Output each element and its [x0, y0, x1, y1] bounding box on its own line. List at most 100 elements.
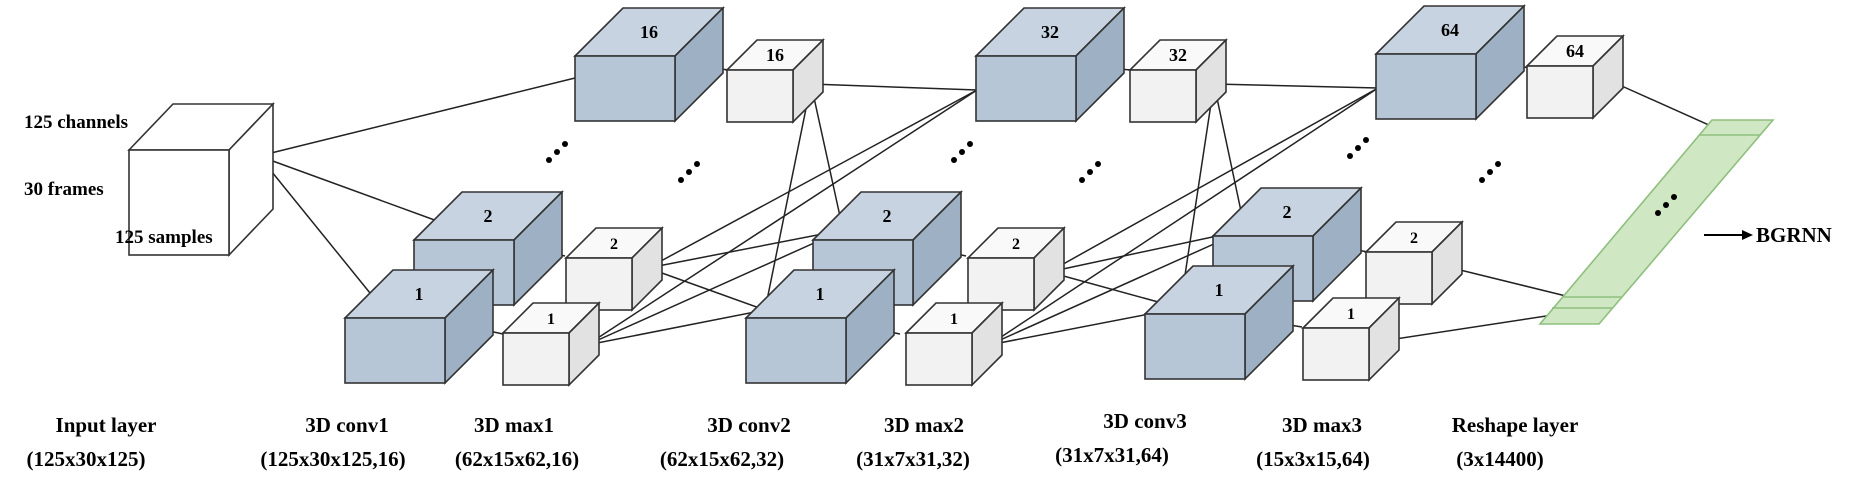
input-volume: [127, 102, 275, 257]
conv2-map-2-label: 2: [883, 206, 892, 226]
output-arrow-head: [1742, 230, 1753, 240]
conv1-ellipsis: [546, 141, 568, 163]
input-volume-front-face: [128, 149, 230, 256]
max1-map-2-label: 2: [610, 236, 618, 253]
input-to-conv1-1: [258, 155, 371, 294]
conv3-ellipsis-dot: [1355, 145, 1361, 151]
max3-2-to-reshape: [1451, 267, 1571, 298]
max2-map-1-front-face: [905, 332, 973, 386]
conv1-map-1-front-face: [344, 317, 446, 384]
caption-conv3-line2: (31x7x31,64): [1055, 443, 1169, 467]
max2-ellipsis-dot: [1087, 169, 1093, 175]
caption-conv2-line1: 3D conv2: [707, 413, 790, 437]
max2-0-to-conv3-0: [1213, 83, 1379, 89]
conv3-map-64: 64: [1374, 4, 1526, 121]
input-samples-label: 125 samples: [115, 227, 213, 248]
conv1-map-16-front-face: [574, 55, 676, 122]
caption-max2-line1: 3D max2: [884, 413, 964, 437]
max1-map-16-front-face: [726, 69, 794, 123]
input-to-conv1-16: [258, 77, 576, 157]
max1-2-to-conv2-2: [586, 309, 766, 346]
max3-map-1-label: 1: [1347, 306, 1355, 323]
reshape-ellipsis-dot: [1671, 194, 1677, 200]
conv3-ellipsis: [1347, 137, 1369, 159]
conv3-map-1-front-face: [1144, 313, 1246, 380]
max2-map-2: 2: [966, 226, 1066, 312]
max2-map-32-label: 32: [1169, 45, 1187, 65]
max1-ellipsis: [678, 161, 700, 183]
layer-captions: Input layer (125x30x125) 3D conv1 (125x3…: [27, 409, 1579, 471]
input-channels-label: 125 channels: [24, 112, 128, 133]
conv3-ellipsis-dot: [1347, 153, 1353, 159]
max1-map-1-label: 1: [547, 311, 555, 328]
max3-map-64-label: 64: [1566, 41, 1584, 61]
max3-map-1: 1: [1301, 296, 1401, 382]
conv2-map-1-label: 1: [816, 284, 825, 304]
conv2-ellipsis: [951, 141, 973, 163]
max3-map-64: 64: [1525, 34, 1625, 120]
max1-ellipsis-dot: [686, 169, 692, 175]
max3-1-to-reshape: [1388, 312, 1567, 341]
max2-ellipsis: [1079, 161, 1101, 183]
conv1-map-2-label: 2: [484, 206, 493, 226]
max2-map-1-label: 1: [950, 311, 958, 328]
max3-ellipsis-dot: [1479, 177, 1485, 183]
caption-reshape-line1: Reshape layer: [1452, 413, 1579, 437]
max2-0-to-conv3-1: [1213, 83, 1246, 231]
max3-map-1-front-face: [1302, 327, 1370, 381]
reshape-ellipsis: [1655, 194, 1677, 216]
conv2-map-32-front-face: [975, 55, 1077, 122]
max2-ellipsis-dot: [1095, 161, 1101, 167]
input-to-conv1-2: [258, 155, 441, 223]
caption-max2-line2: (31x7x31,32): [856, 447, 970, 471]
conv3-ellipsis-dot: [1363, 137, 1369, 143]
conv2-ellipsis-dot: [959, 149, 965, 155]
caption-input-line1: Input layer: [56, 413, 157, 437]
max2-map-2-label: 2: [1012, 236, 1020, 253]
reshape-ellipsis-dot: [1663, 202, 1669, 208]
max3-ellipsis-dot: [1487, 169, 1493, 175]
max1-2-to-conv2-1: [586, 229, 844, 346]
max1-1-to-conv2-0: [647, 89, 978, 269]
conv2-map-1: 1: [744, 268, 896, 385]
max2-0-to-conv3-2: [1179, 83, 1215, 309]
max1-map-16: 16: [725, 38, 825, 124]
reshape-bar-body: [1538, 119, 1775, 325]
max2-map-32-front-face: [1129, 69, 1197, 123]
max1-map-2-front-face: [565, 257, 633, 311]
input-frames-label: 30 frames: [24, 179, 104, 200]
max3-ellipsis-dot: [1495, 161, 1501, 167]
max1-map-2: 2: [564, 226, 664, 312]
caption-conv3-line1: 3D conv3: [1103, 409, 1186, 433]
max1-0-to-conv2-2: [764, 83, 812, 311]
conv2-map-1-front-face: [745, 317, 847, 384]
caption-max3-line2: (15x3x15,64): [1256, 447, 1370, 471]
conv3-map-1-label: 1: [1215, 280, 1224, 300]
caption-input-line2: (125x30x125): [27, 447, 146, 471]
conv1-map-16-label: 16: [640, 22, 658, 42]
max2-map-1: 1: [904, 301, 1004, 387]
conv1-map-1-label: 1: [415, 284, 424, 304]
conv1-map-16: 16: [573, 6, 725, 123]
max3-ellipsis: [1479, 161, 1501, 183]
caption-conv1-line1: 3D conv1: [305, 413, 388, 437]
conv2-ellipsis-dot: [967, 141, 973, 147]
caption-conv2-line2: (62x15x62,32): [660, 447, 784, 471]
conv1-ellipsis-dot: [546, 157, 552, 163]
max3-map-64-front-face: [1526, 65, 1594, 119]
conv3-map-64-label: 64: [1441, 20, 1459, 40]
max2-2-to-conv3-0: [988, 87, 1379, 346]
reshape-layer-bar: [1538, 119, 1775, 325]
max1-map-16-label: 16: [766, 45, 784, 65]
max1-0-to-conv2-1: [810, 83, 844, 231]
max2-map-32: 32: [1128, 38, 1228, 124]
caption-conv1-line2: (125x30x125,16): [260, 447, 405, 471]
max1-map-1-front-face: [502, 332, 570, 386]
max3-64-to-reshape: [1614, 82, 1721, 131]
caption-max1-line2: (62x15x62,16): [455, 447, 579, 471]
max2-ellipsis-dot: [1079, 177, 1085, 183]
conv1-ellipsis-dot: [554, 149, 560, 155]
conv1-map-1: 1: [343, 268, 495, 385]
